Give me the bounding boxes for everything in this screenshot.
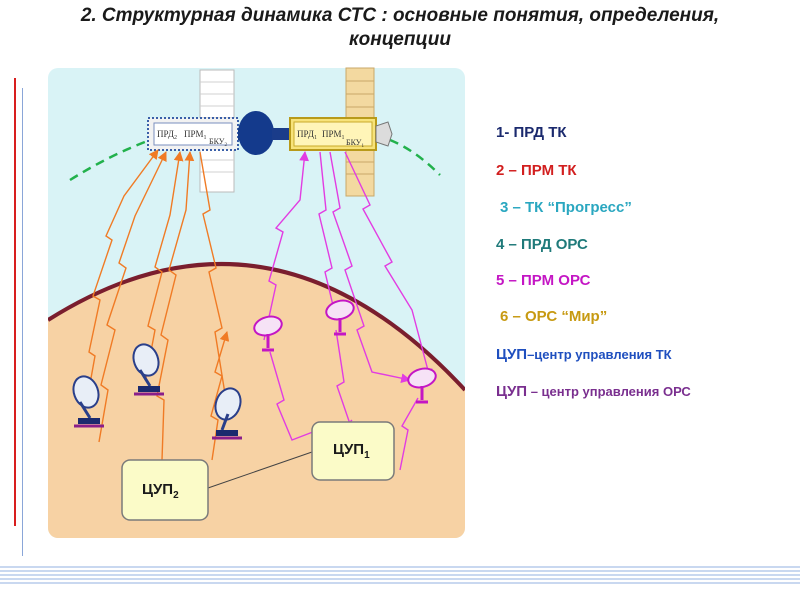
cup1-box: ЦУП1 [311,421,395,481]
beam-orange-5 [199,151,230,401]
legend-item-7: ЦУП–центр управления ТК [496,346,672,363]
orbit-arc-right [389,138,441,176]
mir-nozzle [375,121,393,147]
antenna-4 [253,315,283,352]
beam-orange-4 [156,151,195,461]
antenna-6 [407,367,437,404]
cup2-label: ЦУП [142,481,173,498]
svg-text:ЦУП1: ЦУП1 [333,441,370,461]
svg-text:БКУ2: БКУ2 [209,137,227,148]
legend-item-6: 6 – ОРС “Мир” [500,308,608,325]
beams-progress [85,149,230,461]
beam-magenta-6 [399,397,419,471]
beam-orange-6 [210,331,230,461]
label-bku2: БКУ [209,137,225,146]
legend-item-2: 2 – ПРМ ТК [496,162,577,179]
svg-text:ПРД2: ПРД2 [157,129,177,141]
beam-orange-2 [98,151,167,443]
beam-magenta-3 [329,151,411,383]
cup-link-line [207,451,313,489]
legend-item-8-rest: – центр управления ОРС [527,384,691,399]
label-prd2: ПРД [157,129,174,139]
cup1-label: ЦУП [333,441,364,458]
beam-magenta-1 [263,151,309,341]
label-bku1: БКУ [346,138,362,147]
antenna-1 [72,375,104,428]
solar-panel-right-bottom [345,149,375,197]
legend-item-7-main: ЦУП [496,346,528,363]
left-accent-line-red [14,78,16,526]
title-line-1: 2. Структурная динамика СТС : основные п… [80,5,720,26]
legend-item-4: 4 – ПРД ОРС [496,236,588,253]
cup2-box: ЦУП2 [121,459,209,521]
page-title: 2. Структурная динамика СТС : основные п… [0,0,800,52]
beam-orange-3 [145,151,184,379]
label-prm1-right: ПРМ [322,129,342,139]
antenna-2 [132,343,164,396]
svg-text:ПРД1: ПРД1 [297,129,317,141]
legend-item-8-main: ЦУП [496,383,528,400]
docking-sphere [238,111,274,155]
label-prd1: ПРД [297,129,314,139]
label-prm1-left: ПРМ [184,129,204,139]
legend-item-3: 3 – ТК “Прогресс” [500,199,632,216]
beams-mir [263,151,433,471]
antenna-3 [212,387,242,440]
svg-text:ПРМ1: ПРМ1 [322,129,345,141]
legend-item-1: 1- ПРД ТК [496,124,567,141]
svg-text:ПРМ1: ПРМ1 [184,129,207,141]
beam-magenta-2 [318,151,339,319]
title-line-2: концепции [349,29,451,50]
bottom-decorative-bar [0,566,800,586]
legend-item-7-rest: –центр управления ТК [527,347,672,362]
legend-item-5: 5 – ПРМ ОРС [496,272,591,289]
beam-magenta-7 [344,151,433,379]
antenna-5 [325,299,355,336]
svg-text:ЦУП2: ЦУП2 [142,481,179,501]
satellite-mir: ПРД1 ПРМ1 БКУ1 [289,67,393,197]
horizon-line [48,262,465,392]
beam-orange-1 [85,149,159,407]
left-accent-line-blue [22,88,23,556]
orbit-arc-left [69,138,151,182]
svg-text:БКУ1: БКУ1 [346,138,364,149]
legend-item-8: ЦУП – центр управления ОРС [496,383,691,400]
beam-magenta-5 [269,351,319,441]
